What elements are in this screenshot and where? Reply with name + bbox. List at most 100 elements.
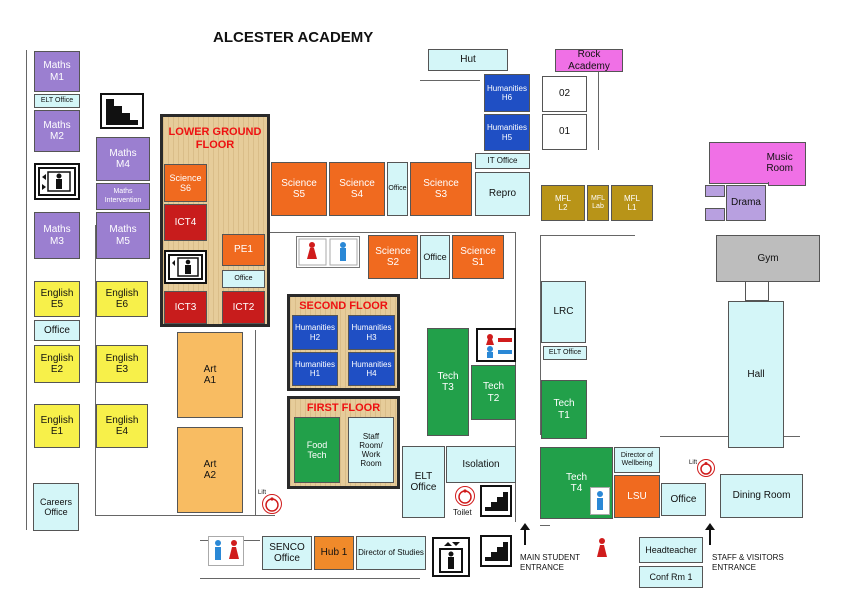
room-science-s4[interactable]: Science S4 xyxy=(329,162,385,216)
room-english-e5[interactable]: English E5 xyxy=(34,281,80,317)
room-science-s3[interactable]: Science S3 xyxy=(410,162,472,216)
zone-title-lower-ground: LOWER GROUND FLOOR xyxy=(168,126,262,151)
room-label: Office xyxy=(388,184,407,192)
room-label: PE1 xyxy=(234,244,253,256)
room-label: Tech T2 xyxy=(482,381,505,404)
room-office-right[interactable]: Office xyxy=(661,483,706,516)
room-hut[interactable]: Hut xyxy=(428,49,508,71)
room-lrc[interactable]: LRC xyxy=(541,281,586,343)
toilets-icon xyxy=(590,487,610,515)
stairs-icon xyxy=(100,93,144,129)
room-label: English E5 xyxy=(40,287,74,311)
room-label: ELT Office xyxy=(410,470,437,494)
room-english-e2[interactable]: English E2 xyxy=(34,345,80,383)
wall xyxy=(598,50,599,150)
room-label: Isolation xyxy=(462,458,500,470)
room-label: Maths M4 xyxy=(109,147,137,171)
room-director-studies[interactable]: Director of Studies xyxy=(356,536,426,570)
room-careers-office[interactable]: Careers Office xyxy=(33,483,79,531)
room-label: LRC xyxy=(553,306,574,318)
lift-icon xyxy=(164,250,207,284)
room-lsu[interactable]: LSU xyxy=(614,475,660,518)
room-maths-intervention[interactable]: Maths Intervention xyxy=(96,183,150,210)
room-humanities-h4[interactable]: Humanities H4 xyxy=(348,352,395,386)
room-humanities-h5[interactable]: Humanities H5 xyxy=(484,114,530,151)
room-ict4[interactable]: ICT4 xyxy=(164,204,207,241)
room-mfl-l1[interactable]: MFL L1 xyxy=(611,185,653,221)
room-it-office[interactable]: IT Office xyxy=(475,153,530,169)
room-ict2[interactable]: ICT2 xyxy=(222,291,265,324)
wall xyxy=(255,330,256,515)
room-maths-m2[interactable]: Maths M2 xyxy=(34,110,80,152)
room-isolation[interactable]: Isolation xyxy=(446,446,516,483)
room-label: 02 xyxy=(558,88,571,100)
room-office-s2[interactable]: Office xyxy=(420,235,450,279)
room-drama[interactable]: Drama xyxy=(726,185,766,221)
room-label: Humanities H2 xyxy=(294,323,335,342)
room-office-left[interactable]: Office xyxy=(34,320,80,341)
toilets-icon xyxy=(296,236,360,268)
room-science-s6[interactable]: Science S6 xyxy=(164,164,207,202)
room-ict3[interactable]: ICT3 xyxy=(164,291,207,324)
room-elt-office-left[interactable]: ELT Office xyxy=(34,94,80,108)
room-office-lower-ground[interactable]: Office xyxy=(222,270,265,288)
room-label: Music Room xyxy=(766,151,793,175)
room-label: Director of Wellbeing xyxy=(620,451,654,467)
room-rock-academy[interactable]: Rock Academy xyxy=(555,49,623,72)
room-science-s5[interactable]: Science S5 xyxy=(271,162,327,216)
room-label: Art A2 xyxy=(203,458,217,482)
room-drama-wing xyxy=(705,185,725,197)
room-art-a2[interactable]: Art A2 xyxy=(177,427,243,513)
room-hub1[interactable]: Hub 1 xyxy=(314,536,354,570)
room-label: Maths M3 xyxy=(43,224,71,247)
room-maths-m3[interactable]: Maths M3 xyxy=(34,212,80,259)
room-humanities-h3[interactable]: Humanities H3 xyxy=(348,315,395,350)
room-staff-room[interactable]: Staff Room/ Work Room xyxy=(348,417,394,483)
room-label: MFL L1 xyxy=(624,193,640,212)
room-maths-m5[interactable]: Maths M5 xyxy=(96,212,150,259)
room-mfl-lab[interactable]: MFL Lab xyxy=(587,185,609,221)
room-music[interactable]: Music Room xyxy=(709,142,806,184)
room-music-extension xyxy=(768,182,806,186)
room-hall[interactable]: Hall xyxy=(728,301,784,448)
room-elt-office-mid[interactable]: ELT Office xyxy=(543,346,587,360)
room-headteacher[interactable]: Headteacher xyxy=(639,537,703,563)
room-gym[interactable]: Gym xyxy=(716,235,820,282)
room-label: Headteacher xyxy=(645,544,697,555)
room-02[interactable]: 02 xyxy=(542,76,587,112)
room-maths-m1[interactable]: Maths M1 xyxy=(34,51,80,92)
room-label: SENCO Office xyxy=(269,541,305,565)
room-dining[interactable]: Dining Room xyxy=(720,474,803,518)
room-label: Rock Academy xyxy=(568,49,610,72)
room-label: 01 xyxy=(558,126,571,138)
room-science-s2[interactable]: Science S2 xyxy=(368,235,418,279)
room-01[interactable]: 01 xyxy=(542,114,587,150)
room-senco-office[interactable]: SENCO Office xyxy=(262,536,312,570)
room-label: Hub 1 xyxy=(320,547,348,559)
room-director-wellbeing[interactable]: Director of Wellbeing xyxy=(614,447,660,473)
room-tech-t3[interactable]: Tech T3 xyxy=(427,328,469,436)
room-food-tech[interactable]: Food Tech xyxy=(294,417,340,483)
room-label: Dining Room xyxy=(732,490,791,502)
room-humanities-h6[interactable]: Humanities H6 xyxy=(484,74,530,112)
room-tech-t2[interactable]: Tech T2 xyxy=(471,365,516,420)
room-pe1[interactable]: PE1 xyxy=(222,234,265,266)
room-humanities-h1[interactable]: Humanities H1 xyxy=(292,352,338,386)
room-english-e6[interactable]: English E6 xyxy=(96,281,148,317)
room-art-a1[interactable]: Art A1 xyxy=(177,332,243,418)
room-mfl-l2[interactable]: MFL L2 xyxy=(541,185,585,221)
room-maths-m4[interactable]: Maths M4 xyxy=(96,137,150,181)
room-tech-t1[interactable]: Tech T1 xyxy=(541,380,587,439)
room-elt-office-center[interactable]: ELT Office xyxy=(402,446,445,518)
room-office-science[interactable]: Office xyxy=(387,162,408,216)
room-drama-wing xyxy=(705,208,725,221)
room-label: Science S6 xyxy=(169,172,202,193)
room-science-s1[interactable]: Science S1 xyxy=(452,235,504,279)
room-repro[interactable]: Repro xyxy=(475,172,530,216)
room-english-e1[interactable]: English E1 xyxy=(34,404,80,448)
room-english-e3[interactable]: English E3 xyxy=(96,345,148,383)
room-humanities-h2[interactable]: Humanities H2 xyxy=(292,315,338,350)
room-conf-rm1[interactable]: Conf Rm 1 xyxy=(639,566,703,588)
room-label: MFL L2 xyxy=(555,193,571,212)
room-english-e4[interactable]: English E4 xyxy=(96,404,148,448)
